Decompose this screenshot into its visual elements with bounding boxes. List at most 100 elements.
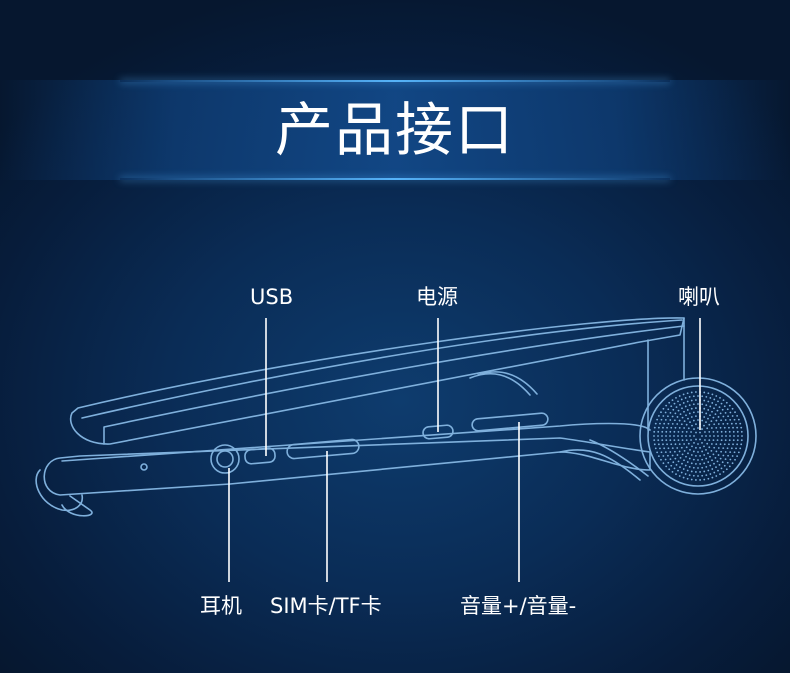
grille-dot	[729, 418, 732, 421]
hinge-slot-inner	[477, 371, 538, 395]
grille-dot	[713, 446, 716, 449]
grille-dot	[721, 461, 724, 464]
grille-dot	[662, 443, 664, 446]
grille-dot	[686, 461, 689, 463]
grille-dot	[729, 451, 732, 454]
grille-dot	[683, 449, 686, 452]
grille-dot	[722, 470, 725, 473]
grille-dot	[711, 468, 714, 470]
grille-dot	[681, 453, 684, 456]
grille-dot	[739, 422, 742, 425]
grille-dot	[653, 426, 656, 429]
grille-dot	[697, 411, 699, 413]
grille-dot	[704, 431, 706, 433]
grille-dot	[667, 415, 669, 418]
grille-dot	[697, 459, 699, 461]
grille-dot	[729, 458, 732, 461]
grille-dot	[720, 467, 723, 470]
grille-dot	[667, 461, 670, 464]
grille-dot	[725, 401, 728, 404]
grille-dot	[737, 451, 740, 454]
grille-dot	[737, 435, 739, 437]
grille-dot	[701, 442, 703, 444]
grille-dot	[733, 451, 736, 454]
grille-dot	[680, 446, 683, 449]
grille-dot	[676, 454, 679, 456]
grille-dot	[690, 407, 693, 410]
grille-dot	[701, 450, 704, 453]
grille-dot	[667, 422, 670, 425]
grille-dot	[716, 460, 719, 463]
grille-dot	[701, 419, 704, 422]
grille-dot	[709, 397, 712, 399]
grille-dot	[669, 439, 672, 442]
grille-dot	[701, 403, 704, 406]
grille-dot	[692, 474, 695, 477]
grille-dot	[703, 454, 706, 456]
grille-dot	[697, 427, 699, 429]
grille-dot	[677, 439, 680, 442]
grille-dot	[712, 453, 715, 456]
grille-dot	[705, 412, 708, 415]
grille-dot	[701, 395, 704, 398]
grille-dot	[679, 403, 681, 406]
grille-dot	[685, 439, 688, 441]
speaker-label: 喇叭	[678, 285, 720, 309]
grille-dot	[736, 443, 739, 446]
grille-dot	[717, 416, 720, 418]
grille-dot	[719, 412, 722, 415]
device-front-foot	[35, 469, 84, 512]
title-band	[0, 80, 790, 180]
grille-dot	[733, 435, 735, 437]
grille-dot	[722, 454, 725, 457]
grille-dot	[667, 408, 670, 411]
grille-dot	[676, 447, 679, 449]
volume-label: 音量+/音量-	[460, 594, 577, 618]
grille-dot	[722, 399, 725, 402]
grille-dot	[728, 404, 731, 407]
grille-dot	[690, 391, 693, 394]
grille-dot	[714, 456, 717, 459]
grille-dot	[717, 469, 719, 472]
speaker-grille	[653, 391, 743, 481]
grille-dot	[712, 439, 715, 442]
grille-dot	[730, 422, 733, 425]
grille-dot	[692, 458, 695, 461]
grille-dot	[680, 471, 683, 474]
grille-dot	[699, 446, 701, 449]
grille-dot	[697, 403, 699, 405]
grille-dot	[687, 427, 690, 430]
grille-dot	[670, 443, 673, 446]
grille-dot	[741, 435, 743, 437]
grille-dot	[661, 430, 664, 433]
grille-dot	[713, 407, 715, 410]
grille-dot	[657, 439, 660, 442]
grille-dot	[718, 406, 721, 409]
grille-dot	[671, 454, 674, 457]
grille-dot	[678, 450, 681, 453]
grille-dot	[721, 435, 723, 437]
grille-dot	[682, 476, 685, 479]
grille-dot	[697, 443, 699, 445]
grille-dot	[654, 447, 657, 450]
grille-dot	[669, 435, 671, 437]
grille-dot	[684, 397, 687, 399]
device-lid	[69, 317, 685, 445]
grille-dot	[699, 431, 701, 434]
device-base-top-edge	[61, 422, 651, 462]
grille-dot	[724, 411, 727, 414]
grille-dot	[724, 439, 727, 442]
grille-dot	[703, 399, 706, 402]
grille-dot	[656, 418, 659, 421]
grille-dot	[728, 443, 730, 446]
title-top-line	[120, 80, 670, 82]
grille-dot	[690, 399, 693, 402]
grille-dot	[678, 426, 681, 429]
grille-dot	[714, 413, 717, 416]
grille-dot	[664, 411, 667, 414]
grille-dot	[695, 407, 697, 409]
grille-dot	[688, 412, 691, 415]
grille-dot	[709, 414, 711, 417]
grille-dot	[740, 439, 743, 442]
grille-dot	[685, 435, 687, 437]
